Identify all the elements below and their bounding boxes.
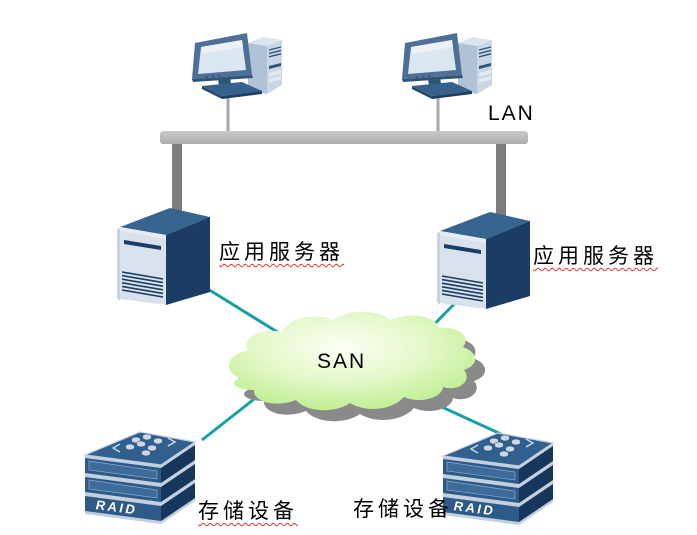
workstation-left[interactable] [191,32,283,100]
lan-bus-bar[interactable] [160,131,528,144]
workstation-drop-line-left [226,92,230,134]
server-drop-line-left [172,140,182,212]
san-label[interactable]: SAN [317,350,367,373]
storage-device-right[interactable] [442,432,554,526]
app-server-left-label[interactable]: 应用服务器 [219,241,344,264]
lan-label[interactable]: LAN [488,102,535,125]
app-server-left[interactable] [116,207,211,306]
workstation-right[interactable] [401,32,493,100]
workstation-drop-line-right [436,92,440,134]
storage-device-left[interactable] [84,431,196,525]
san-cloud[interactable] [228,311,476,411]
app-server-right-label[interactable]: 应用服务器 [533,245,658,268]
server-drop-line-right [496,140,506,218]
storage-left-label[interactable]: 存储设备 [198,500,298,523]
storage-right-label[interactable]: 存储设备 [353,498,453,521]
app-server-right[interactable] [436,211,531,310]
san-link-storage-left[interactable] [201,394,259,442]
